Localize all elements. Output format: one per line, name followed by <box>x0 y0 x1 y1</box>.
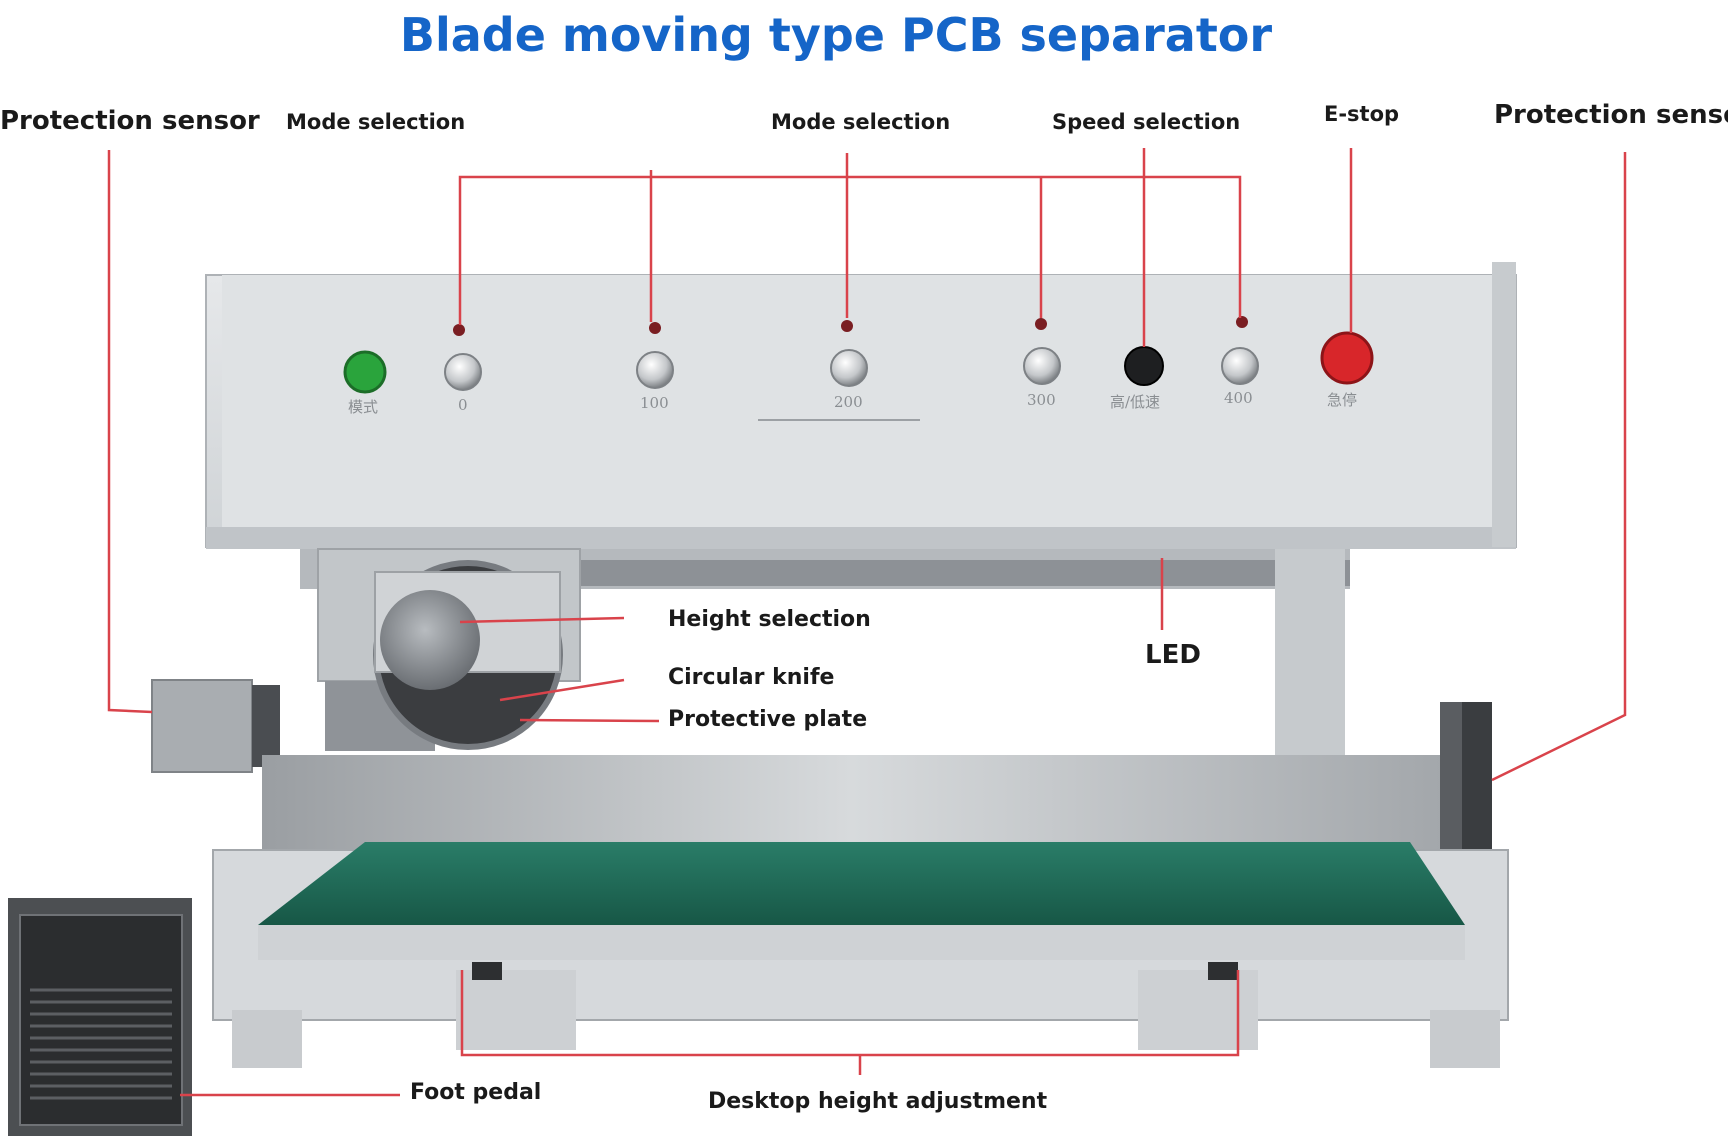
label-protective-plate: Protective plate <box>668 707 868 732</box>
label-circular-knife: Circular knife <box>668 665 835 690</box>
button-400-label: 400 <box>1224 389 1253 407</box>
control-panel <box>205 262 1517 549</box>
label-foot-pedal: Foot pedal <box>410 1080 542 1105</box>
estop-button-label: 急停 <box>1327 391 1358 409</box>
button-400 <box>1221 347 1259 385</box>
callout-line-protection-right <box>1491 152 1627 782</box>
button-200-label: 200 <box>834 393 863 411</box>
button-300 <box>1023 347 1061 385</box>
right-pillar <box>1275 549 1345 759</box>
label-mode-selection-2: Mode selection <box>771 110 951 134</box>
indicator-led <box>649 322 661 334</box>
label-protection-sensor-right: Protection sensor <box>1494 100 1728 130</box>
speed-button <box>1124 346 1164 386</box>
mode-button <box>343 350 387 394</box>
callout-lines <box>107 148 1627 1097</box>
foot-pedal-inset <box>8 898 192 1136</box>
label-height-selection: Height selection <box>668 607 871 632</box>
label-estop: E-stop <box>1324 102 1400 126</box>
button-100-label: 100 <box>640 394 669 412</box>
label-protection-sensor-left: Protection sensor <box>0 106 260 136</box>
label-desktop-height-adjustment: Desktop height adjustment <box>708 1089 1048 1114</box>
callout-bracket-desktop <box>460 970 1240 1057</box>
label-mode-selection-1: Mode selection <box>286 110 466 134</box>
blade-carriage <box>317 548 581 751</box>
height-knob <box>380 590 480 690</box>
diagram-title: Blade moving type PCB separator <box>399 8 1273 62</box>
indicator-led <box>453 324 465 336</box>
left-sensor-box <box>151 679 280 773</box>
speed-button-label: 高/低速 <box>1110 393 1161 411</box>
indicator-led <box>1035 318 1047 330</box>
right-sensor <box>1440 702 1492 857</box>
indicator-led <box>841 320 853 332</box>
estop-button <box>1320 331 1374 385</box>
indicator-leds <box>453 316 1248 336</box>
green-mat <box>258 842 1465 925</box>
button-200 <box>830 349 868 387</box>
callout-line-knife <box>499 678 625 702</box>
label-speed-selection: Speed selection <box>1052 110 1241 134</box>
label-led: LED <box>1145 640 1201 670</box>
callout-line-protection-left <box>107 150 153 714</box>
callout-line-height <box>459 616 625 624</box>
button-300-label: 300 <box>1027 391 1056 409</box>
button-0-label: 0 <box>458 396 468 414</box>
mode-button-label: 模式 <box>348 398 379 416</box>
indicator-led <box>1236 316 1248 328</box>
button-100 <box>636 351 674 389</box>
callout-line-plate <box>519 718 660 723</box>
callout-bracket-mode <box>458 175 1242 325</box>
button-0 <box>444 353 482 391</box>
led-strip <box>580 560 1350 586</box>
back-guard-plate <box>262 755 1442 855</box>
table-front-edge <box>258 925 1465 960</box>
